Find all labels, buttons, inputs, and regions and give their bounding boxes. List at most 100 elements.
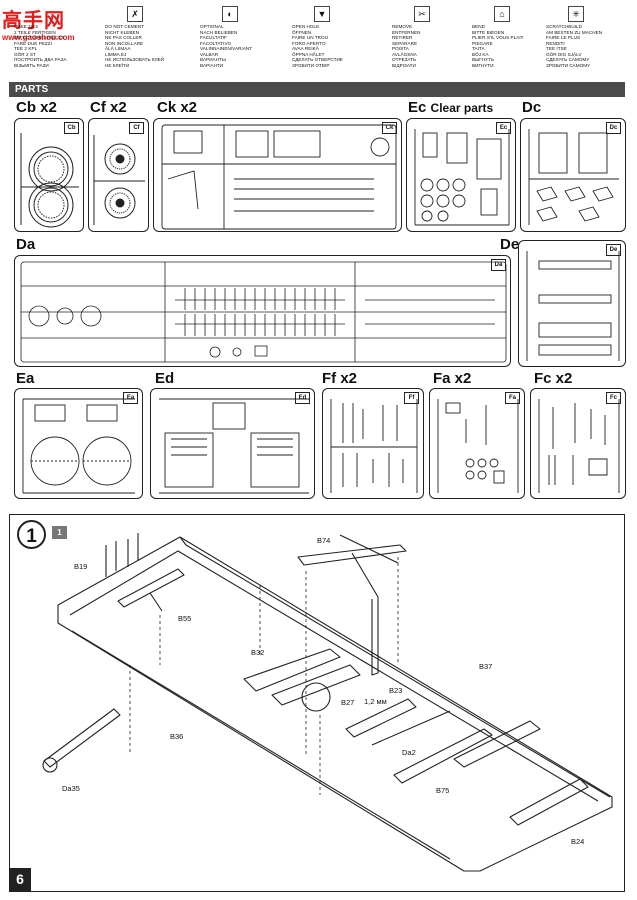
sprue-ck: Ck bbox=[153, 118, 402, 232]
legend-open-hole: ▼ OPEN HOLE ÖFFNEN FAIRE UN TROU FORO AP… bbox=[292, 6, 378, 68]
sprue-label-dc: Dc bbox=[522, 99, 542, 116]
chassis-assembly-drawing bbox=[42, 533, 613, 872]
sprue-tag-ff: Ff bbox=[404, 392, 419, 404]
sprue-tag-ea: Ea bbox=[123, 392, 138, 404]
sprue-ec-drawing bbox=[414, 129, 510, 226]
legend-line: BÖJ KA bbox=[472, 51, 489, 57]
sprue-label-de: De bbox=[500, 236, 520, 253]
sprue-label-ea: Ea bbox=[16, 370, 35, 387]
sprue-label-ec-code: Ec bbox=[408, 99, 427, 116]
bend-icon: ⌂ bbox=[494, 6, 510, 22]
remove-icon: ✂ bbox=[414, 6, 430, 22]
sprue-ck-drawing bbox=[161, 124, 397, 230]
callout-da2: Da2 bbox=[402, 748, 416, 757]
legend-line: REMOVE bbox=[392, 24, 413, 29]
legend-line: VALINNAINEN/VARIANT bbox=[200, 46, 253, 51]
parts-header: PARTS bbox=[9, 82, 625, 97]
legend-line: FARE DUE PEZZI bbox=[14, 40, 52, 46]
legend-line: AVAA REIKÄ bbox=[292, 46, 319, 51]
sprue-tag-ed: Ed bbox=[295, 392, 310, 404]
legend-line: ОТРЕЗАТЬ bbox=[392, 57, 417, 62]
callout-b27: B27 bbox=[341, 698, 355, 707]
legend-line: TAITA bbox=[472, 46, 485, 51]
sprue-fc-drawing bbox=[538, 399, 620, 493]
callout-b55: B55 bbox=[178, 614, 192, 623]
callout-b23: B23 bbox=[389, 686, 403, 695]
callout-da35: Da35 bbox=[62, 784, 80, 793]
page-number: 6 bbox=[9, 868, 31, 891]
legend-line: FAIRE LE PLUS bbox=[546, 35, 581, 40]
legend-line: FORO APERTO bbox=[292, 40, 326, 46]
sprue-ed-drawing bbox=[159, 398, 309, 494]
legend-line: OPTIONAL bbox=[200, 24, 224, 29]
legend-line: NON INCOLLARE bbox=[105, 40, 144, 46]
sprue-fa-drawing bbox=[437, 399, 519, 493]
legend-line: PIEGARE bbox=[472, 40, 493, 46]
sprue-cb-drawing bbox=[20, 133, 79, 228]
sprue-ec: Ec bbox=[406, 118, 516, 232]
legend-line: НЕ ИСПОЛЬЗОВАТЬ КЛЕЙ bbox=[105, 57, 165, 62]
symbol-legend: 2× МАКЕ 2рсs 2 TEILE FERTIGEN EFFECTUER … bbox=[0, 6, 637, 82]
legend-line: ПОСТРОИТЬ ДВА РАЗА bbox=[14, 57, 67, 62]
legend-line: ЗРОБИТИ ОТВІР bbox=[292, 62, 330, 68]
legend-line: НЕ КЛЕЇТИ bbox=[105, 62, 130, 68]
legend-line: GÖR DIG SJÄLV bbox=[546, 51, 582, 57]
sprue-label-fc: Fc x2 bbox=[534, 370, 573, 387]
sprue-label-cf: Cf x2 bbox=[90, 99, 127, 116]
no-glue-icon: ✗ bbox=[127, 6, 143, 22]
watermark-url: www.gaoshou.com bbox=[2, 33, 75, 42]
legend-line: SCRATCHBUILD bbox=[546, 24, 582, 29]
sprue-dc: Dc bbox=[520, 118, 626, 232]
sprue-label-ec-sub: Clear parts bbox=[430, 101, 494, 115]
legend-line: FAIRE UN TROU bbox=[292, 35, 329, 40]
legend-line: PLIER S'IL VOUS PLAIT bbox=[472, 35, 524, 40]
sprue-da-drawing bbox=[20, 261, 507, 363]
legend-line: ENTFERNEN bbox=[392, 29, 421, 35]
legend-line: LIMMA EJ bbox=[105, 51, 127, 57]
sprue-cf: Cf bbox=[88, 118, 149, 232]
callout-b24: B24 bbox=[571, 837, 585, 846]
legend-line: МАКЕ 2рсs bbox=[14, 24, 39, 29]
legend-line: NACH BELIEBEN bbox=[200, 29, 238, 35]
watermark-name: 高手网 bbox=[2, 10, 65, 32]
sprue-fc: Fc bbox=[530, 388, 626, 499]
sprue-label-ec: Ec Clear parts bbox=[408, 100, 493, 116]
sprue-tag-fc: Fc bbox=[606, 392, 621, 404]
legend-line: ÖPPNA HÅLET bbox=[292, 51, 325, 57]
sprue-dc-drawing bbox=[528, 129, 619, 225]
callout-b37: B37 bbox=[479, 662, 493, 671]
sprue-label-fa: Fa x2 bbox=[433, 370, 472, 387]
legend-optional: ◐ OPTIONAL NACH BELIEBEN FACULTATIF FACO… bbox=[200, 6, 286, 68]
legend-line: POISTA bbox=[392, 46, 409, 51]
legend-line: GÖR 2 ST bbox=[14, 51, 36, 57]
sprue-tag-da: Da bbox=[491, 259, 506, 271]
legend-line: ВАРИАНТЫ bbox=[200, 57, 226, 62]
sprue-label-cb: Cb x2 bbox=[16, 99, 57, 116]
optional-icon: ◐ bbox=[222, 6, 238, 22]
legend-bend: ⌂ BEND BITTE BIEGEN PLIER S'IL VOUS PLAI… bbox=[472, 6, 558, 68]
legend-line: SEPARARE bbox=[392, 40, 418, 46]
legend-line: FACULTATIF bbox=[200, 35, 228, 40]
step-frame bbox=[9, 514, 625, 892]
legend-line: ВЫГНУТЬ bbox=[472, 57, 495, 62]
legend-line: ÖFFNEN bbox=[292, 29, 312, 35]
legend-line: BITTE BIEGEN bbox=[472, 29, 505, 35]
legend-line: NICHT KLEBEN bbox=[105, 29, 139, 35]
legend-line: AVLÄGSNA bbox=[392, 51, 417, 57]
sprue-de: De bbox=[518, 240, 626, 367]
sprue-fa: Fa bbox=[429, 388, 525, 499]
legend-line: ÄLÄ LIIMAA bbox=[105, 46, 131, 51]
legend-line: RENDITI bbox=[546, 40, 565, 46]
sprue-de-drawing bbox=[526, 251, 620, 361]
watermark-logo: 高手网 www.gaoshou.com bbox=[2, 4, 94, 42]
legend-line: DO NOT CEMENT bbox=[105, 24, 145, 29]
legend-line: VALBAR bbox=[200, 51, 219, 57]
callout-hole-size: 1,2 мм bbox=[364, 697, 387, 706]
sprue-tag-de: De bbox=[606, 244, 621, 256]
legend-scratchbuild: ✳ SCRATCHBUILD AM BESTEN ZU MACHEN FAIRE… bbox=[546, 6, 632, 68]
legend-make-two: 2× МАКЕ 2рсs 2 TEILE FERTIGEN EFFECTUER … bbox=[14, 6, 100, 68]
sprue-ed: Ed bbox=[150, 388, 315, 499]
callout-b75: B75 bbox=[436, 786, 450, 795]
sprue-cb: Cb bbox=[14, 118, 84, 232]
legend-line: NE PAS COLLER bbox=[105, 35, 142, 40]
